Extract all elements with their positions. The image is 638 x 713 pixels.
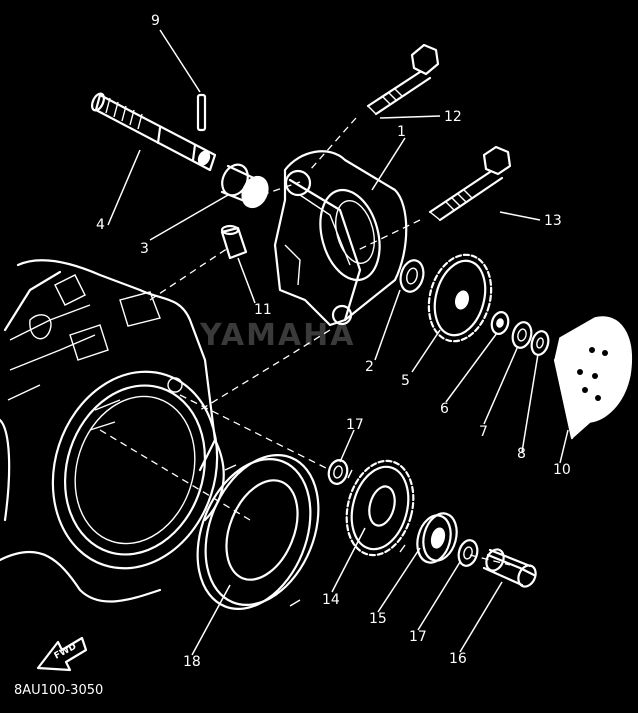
sprocket-5: [427, 253, 493, 343]
callout-5: 5: [401, 373, 410, 389]
washer-17-lower: [457, 539, 479, 567]
callout-4: 4: [96, 217, 105, 233]
callout-9: 9: [151, 13, 160, 29]
washer-17-upper: [327, 459, 349, 485]
callout-17-lower: 17: [409, 629, 427, 645]
callout-16: 16: [449, 651, 467, 667]
leader-lines: [107, 29, 569, 656]
pin-16: [482, 548, 537, 588]
callout-1: 1: [397, 124, 406, 140]
plate-10: [553, 316, 632, 440]
center-lines: [99, 117, 511, 566]
callout-11: 11: [254, 302, 272, 318]
drawing-code: 8AU100-3050: [14, 683, 104, 698]
callout-3: 3: [140, 241, 149, 257]
fwd-arrow-icon: FWD: [36, 636, 88, 672]
collar-2: [399, 259, 425, 293]
crankcase: [0, 259, 225, 603]
bracket-1: [273, 150, 408, 327]
callout-6: 6: [440, 401, 449, 417]
callout-2: 2: [365, 359, 374, 375]
bolt-13: [428, 145, 512, 222]
washer-7: [511, 321, 533, 349]
oil-seal-18: [196, 454, 320, 610]
sprocket-14: [345, 459, 415, 557]
bearing-15: [416, 512, 458, 564]
callout-18: 18: [183, 654, 201, 670]
callout-10: 10: [553, 462, 571, 478]
bolt-12: [366, 43, 440, 116]
washer-8: [530, 330, 550, 356]
washer-6: [490, 311, 510, 335]
shaft-4: [90, 92, 217, 172]
callout-12: 12: [444, 109, 462, 125]
pin-9: [196, 93, 207, 132]
callout-17-upper: 17: [346, 417, 364, 433]
callout-7: 7: [479, 424, 488, 440]
callout-8: 8: [517, 446, 526, 462]
callout-15: 15: [369, 611, 387, 627]
callout-14: 14: [322, 592, 340, 608]
dowel-11: [220, 224, 248, 260]
callout-13: 13: [544, 213, 562, 229]
collar-3: [220, 163, 269, 209]
